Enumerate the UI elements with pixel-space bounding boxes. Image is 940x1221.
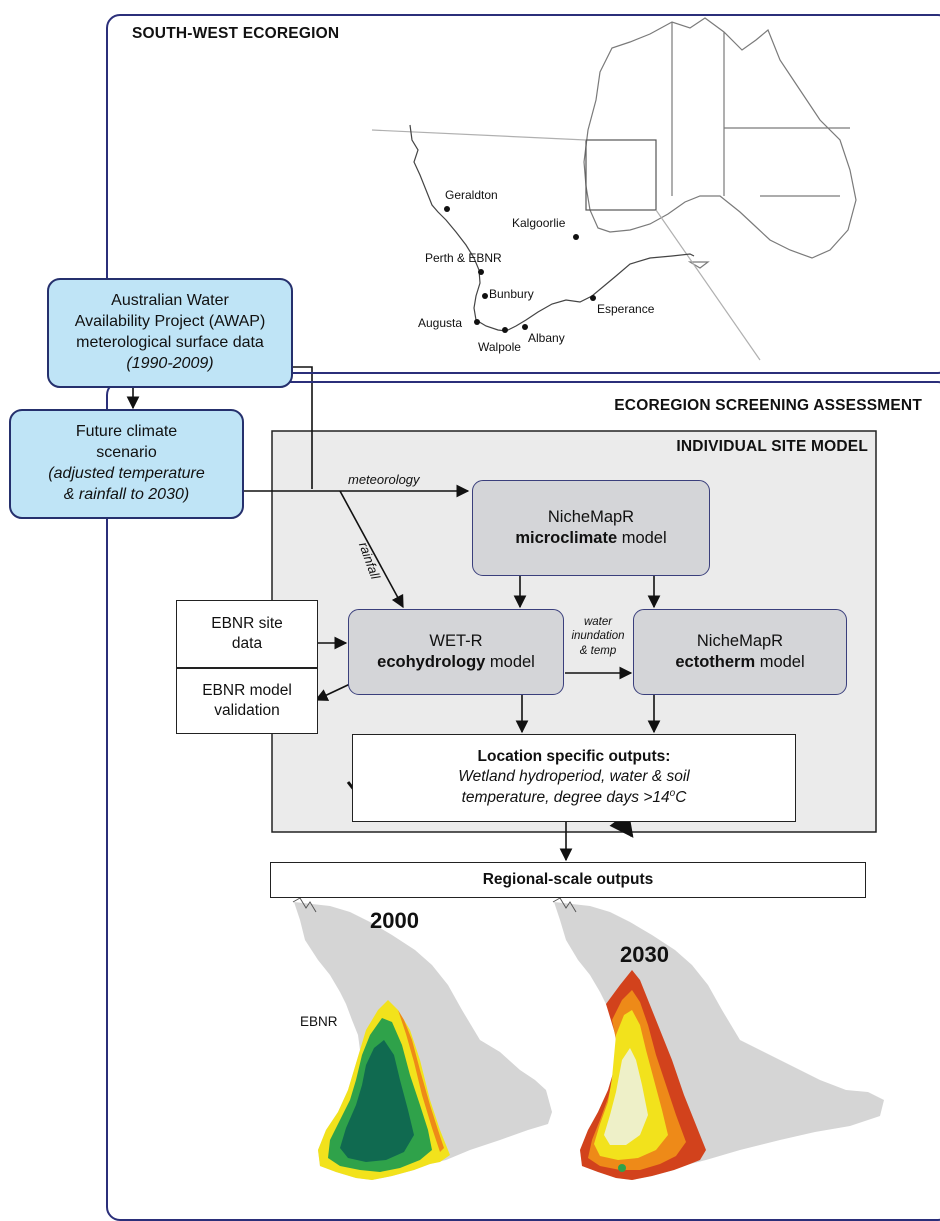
microclimate-line-1: NicheMapR	[547, 507, 635, 526]
regional-outputs-label: Regional-scale outputs	[482, 870, 654, 888]
microclimate-line-2: microclimate model	[515, 528, 666, 549]
water-label-line-2: inundation	[571, 630, 625, 643]
town-label-augusta: Augusta	[418, 316, 463, 330]
outputs-degree: o	[669, 788, 676, 800]
southwest-ecoregion-heading: SOUTH-WEST ECOREGION	[132, 25, 340, 42]
microclimate-rest: model	[617, 529, 667, 547]
microclimate-bold: microclimate	[515, 529, 618, 547]
wetr-model-box: WET-R ecohydrology model	[348, 609, 564, 695]
callout-line-bottom	[655, 209, 761, 361]
awap-line-3: meterological surface data	[76, 334, 264, 351]
awap-data-box: Australian Water Availability Project (A…	[47, 278, 293, 388]
awap-line-4: (1990-2009)	[126, 354, 214, 372]
ebnr-map-label: EBNR	[300, 1014, 338, 1029]
future-line-1: Future climate	[75, 423, 178, 441]
wetr-line-2: ecohydrology model	[377, 652, 535, 673]
water-inundation-label: water inundation & temp	[565, 615, 631, 658]
wetr-rest: model	[485, 653, 535, 671]
water-label-line-1: water	[583, 616, 613, 628]
awap-line-1: Australian Water	[111, 292, 229, 310]
ectotherm-bold: ectotherm	[675, 653, 756, 671]
future-line-4: & rainfall to 2030)	[63, 485, 190, 503]
site-data-line-1: EBNR site	[211, 614, 283, 632]
town-label-esperance: Esperance	[597, 302, 655, 316]
town-label-geraldton: Geraldton	[445, 188, 498, 202]
site-model-heading: INDIVIDUAL SITE MODEL	[676, 438, 868, 455]
southwest-ecoregion-panel	[106, 14, 940, 374]
wetr-line-1: WET-R	[429, 631, 483, 650]
outputs-unit: C	[675, 789, 687, 807]
ectotherm-model-box: NicheMapR ectotherm model	[633, 609, 847, 695]
map-year-2000: 2000	[370, 908, 419, 933]
awap-line-2: Availability Project (AWAP)	[74, 313, 266, 331]
town-label-bunbury: Bunbury	[489, 287, 534, 301]
map-year-2030: 2030	[620, 942, 669, 967]
map-2000	[292, 897, 552, 1180]
callout-line-top	[371, 129, 587, 141]
australia-inset-map	[583, 17, 857, 269]
ectotherm-line-1: NicheMapR	[696, 631, 784, 650]
ebnr-site-data-box: EBNR site data	[176, 600, 318, 668]
outputs-title: Location specific outputs:	[477, 748, 671, 766]
town-label-kalgoorlie: Kalgoorlie	[512, 216, 566, 230]
wetr-bold: ecohydrology	[377, 653, 486, 671]
ebnr-validation-box: EBNR model validation	[176, 668, 318, 734]
validation-line-1: EBNR model	[202, 681, 292, 699]
ectotherm-rest: model	[755, 653, 805, 671]
screening-assessment-heading: ECOREGION SCREENING ASSESSMENT	[614, 397, 922, 414]
town-dots	[444, 206, 596, 333]
town-label-perth: Perth & EBNR	[425, 251, 502, 265]
southwest-coastline	[409, 124, 695, 332]
water-label-line-3: & temp	[579, 644, 617, 657]
ectotherm-line-2: ectotherm model	[675, 652, 804, 673]
outputs-line-2: temperature, degree days >14oC	[462, 787, 687, 808]
microclimate-model-box: NicheMapR microclimate model	[472, 480, 710, 576]
map-2030	[552, 897, 884, 1180]
regional-outputs-box: Regional-scale outputs	[270, 862, 866, 898]
future-line-3: (adjusted temperature	[48, 465, 205, 482]
town-label-albany: Albany	[528, 331, 565, 345]
meteorology-label: meteorology	[348, 472, 420, 487]
validation-line-2: validation	[214, 702, 280, 719]
future-line-2: scenario	[96, 444, 157, 462]
outputs-line-2-text: temperature, degree days >14	[461, 789, 670, 807]
outputs-line-1: Wetland hydroperiod, water & soil	[458, 768, 690, 786]
site-data-line-2: data	[231, 635, 263, 652]
town-label-walpole: Walpole	[478, 340, 521, 354]
location-outputs-box: Location specific outputs: Wetland hydro…	[352, 734, 796, 822]
future-climate-box: Future climate scenario (adjusted temper…	[9, 409, 244, 519]
